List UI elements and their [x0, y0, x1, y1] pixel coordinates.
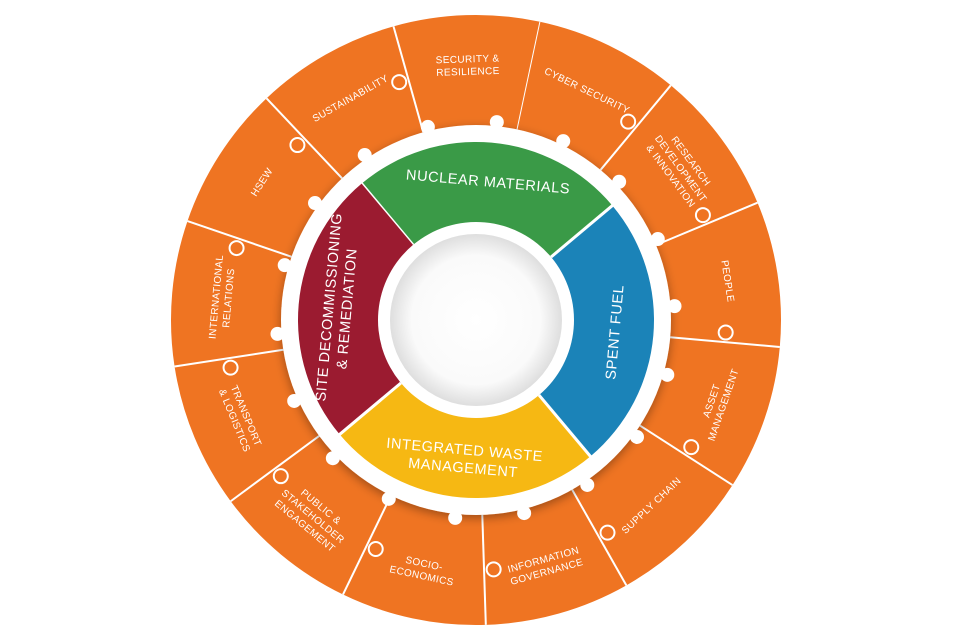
puzzle-knob — [277, 258, 292, 273]
outer-label-line: RELATIONS — [221, 268, 237, 328]
inner-segment-spent-fuel — [538, 205, 655, 457]
jigsaw-tab — [222, 359, 239, 376]
inner-ring — [298, 142, 655, 498]
jigsaw-tab — [620, 113, 637, 130]
outer-segment-cyber-security — [516, 21, 671, 172]
inner-segment-site-decommissioning-and-remediation — [298, 183, 414, 435]
outer-segment-hsew — [187, 98, 344, 258]
outer-separator — [481, 514, 487, 625]
outer-segment-people — [654, 202, 781, 347]
puzzle-knob — [420, 119, 435, 134]
jigsaw-tab — [683, 439, 700, 456]
puzzle-knob — [667, 299, 682, 314]
outer-separator — [230, 435, 320, 503]
jigsaw-tab — [599, 524, 616, 541]
jigsaw-tab — [717, 324, 734, 341]
outer-separator — [571, 489, 628, 586]
jigsaw-tab — [391, 74, 408, 91]
outer-separator — [599, 84, 672, 171]
outer-segment-socio-economics — [343, 493, 486, 625]
puzzle-knob — [270, 326, 285, 341]
puzzle-knob — [325, 451, 340, 466]
outer-separator — [392, 26, 425, 133]
outer-label-line: RESILIENCE — [436, 66, 500, 79]
outer-label-international-relations: INTERNATIONALRELATIONS — [208, 254, 239, 340]
puzzle-knob — [629, 429, 644, 444]
outer-separator — [187, 220, 292, 258]
puzzle-knob — [517, 506, 532, 521]
outer-segment-supply-chain — [571, 424, 733, 586]
jigsaw-tab — [367, 541, 384, 558]
jigsaw-tab — [694, 207, 711, 224]
inner-separator — [550, 203, 615, 259]
puzzle-knob — [580, 477, 595, 492]
puzzle-knob — [287, 393, 302, 408]
outer-label-line: SECURITY & — [436, 53, 500, 66]
inner-segment-nuclear-materials — [361, 142, 613, 258]
puzzle-knob — [660, 367, 675, 382]
puzzle-knob — [381, 491, 396, 506]
outer-segment-research-development-and-innovation — [599, 85, 758, 246]
inner-separator — [337, 381, 402, 437]
jigsaw-tab — [272, 468, 289, 485]
outer-segment-sustainability — [266, 26, 424, 180]
center-hole — [390, 234, 562, 406]
puzzle-knob — [357, 148, 372, 163]
puzzle-knob — [308, 196, 323, 211]
outer-separator — [174, 348, 284, 368]
inner-separator — [537, 394, 593, 459]
outer-segment-public-and-stakeholder-engagement — [230, 434, 392, 595]
puzzle-knob — [650, 232, 665, 247]
jigsaw-tab — [228, 240, 245, 257]
outer-separator — [265, 97, 343, 179]
inner-segment-integrated-waste-management — [339, 382, 591, 498]
outer-separator — [342, 495, 392, 595]
outer-segment-transport-and-logistics — [174, 349, 321, 502]
jigsaw-tab — [485, 561, 502, 578]
puzzle-knob — [489, 115, 504, 130]
outer-segment-international-relations — [171, 221, 294, 367]
outer-separator — [639, 424, 734, 486]
outer-ring — [171, 14, 781, 625]
puzzle-knob — [556, 134, 571, 149]
puzzle-knobs — [270, 115, 682, 525]
outer-separator — [655, 201, 758, 246]
jigsaw-tab — [289, 137, 306, 154]
puzzle-knob — [612, 174, 627, 189]
puzzle-knob — [448, 510, 463, 525]
outer-segment-security-and-resilience — [393, 14, 540, 135]
outer-separator — [670, 336, 780, 348]
outer-label-security-and-resilience: SECURITY &RESILIENCE — [436, 53, 501, 79]
